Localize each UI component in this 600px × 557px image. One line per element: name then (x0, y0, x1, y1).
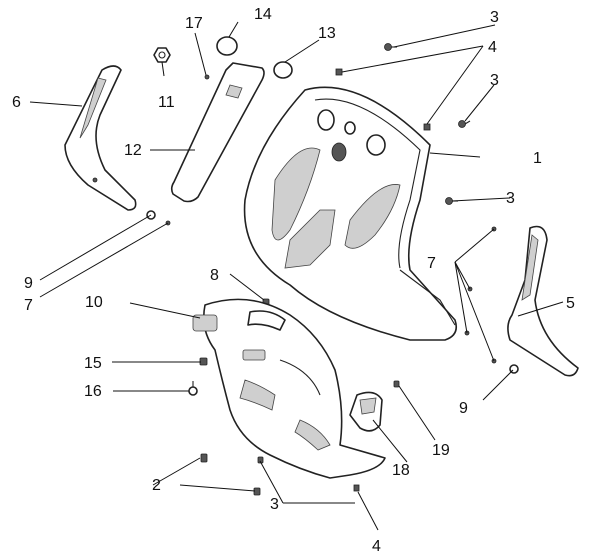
callout-19: 19 (432, 442, 450, 459)
callout-4: 4 (488, 39, 497, 56)
callout-labels: 1 2 3 3 3 3 4 4 5 6 7 7 8 9 9 10 11 12 1… (12, 6, 575, 555)
part-inner-panel (192, 298, 386, 479)
callout-5: 5 (566, 295, 575, 312)
part-left-trim (64, 65, 137, 211)
callout-3: 3 (490, 9, 499, 26)
callout-3: 3 (506, 190, 515, 207)
callout-9: 9 (24, 275, 33, 292)
callout-9: 9 (459, 400, 468, 417)
part-screw-16 (188, 381, 198, 396)
callout-15: 15 (84, 355, 102, 372)
callout-2: 2 (152, 477, 161, 494)
part-screw-19 (393, 380, 400, 388)
callout-10: 10 (85, 294, 103, 311)
part-ring-14 (216, 36, 238, 56)
callout-8: 8 (210, 267, 219, 284)
callout-1: 1 (533, 150, 542, 167)
callout-18: 18 (392, 462, 410, 479)
callout-4: 4 (372, 538, 381, 555)
callout-12: 12 (124, 142, 142, 159)
leader-lines (29, 21, 564, 531)
part-vertical-strip (170, 62, 265, 203)
callout-13: 13 (318, 25, 336, 42)
callout-7: 7 (24, 297, 33, 314)
part-screw-2 (200, 453, 261, 496)
callout-7: 7 (427, 255, 436, 272)
part-front-shield (243, 86, 458, 341)
part-pin-17 (204, 74, 210, 80)
callout-6: 6 (12, 94, 21, 111)
callout-14: 14 (254, 6, 272, 23)
callout-3: 3 (270, 496, 279, 513)
callout-11: 11 (158, 94, 175, 111)
part-ring-13 (273, 61, 293, 79)
part-right-trim (507, 225, 579, 377)
callout-17: 17 (185, 15, 203, 32)
callout-16: 16 (84, 383, 102, 400)
callout-3: 3 (490, 72, 499, 89)
part-pin-15 (199, 357, 208, 366)
part-nut-11 (153, 47, 171, 63)
